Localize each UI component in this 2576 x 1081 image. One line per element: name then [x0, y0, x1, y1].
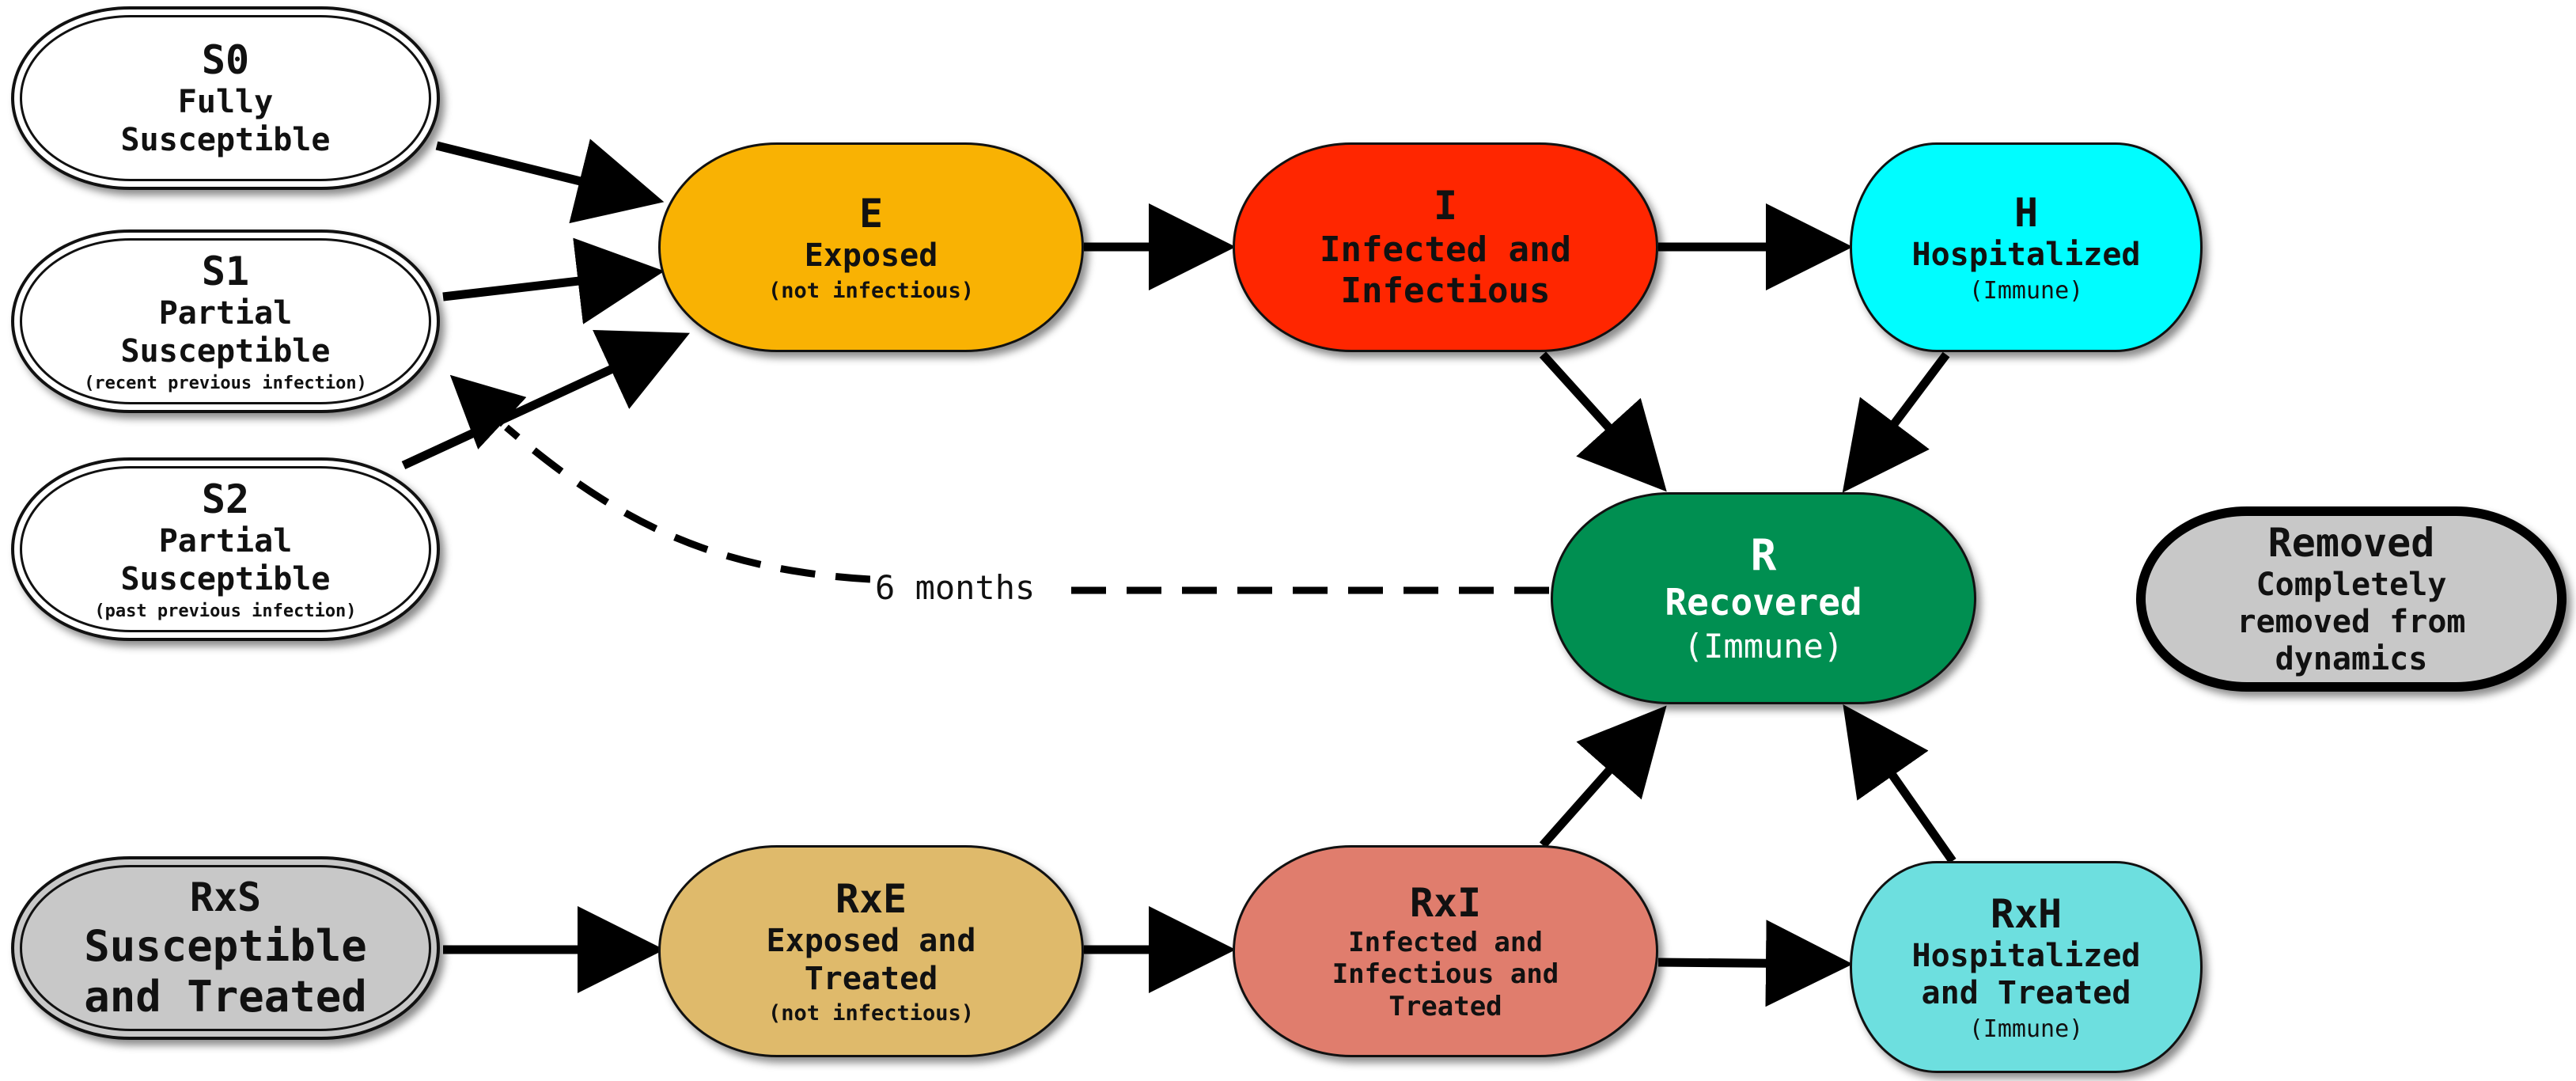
node-s2: S2 Partial Susceptible (past previous in…	[11, 457, 440, 641]
arrow-s0-to-e	[435, 138, 665, 224]
node-i-line2: Infectious	[1340, 271, 1551, 311]
node-removed-line1: Completely	[2256, 566, 2447, 603]
node-rxi-title: RxI	[1409, 880, 1482, 927]
node-removed-line2: removed from	[2237, 603, 2466, 640]
node-i-line1: Infected and	[1320, 229, 1571, 271]
node-r: R Recovered (Immune)	[1551, 492, 1976, 704]
node-r-note: (Immune)	[1683, 627, 1844, 666]
node-i-title: I	[1433, 183, 1458, 229]
node-s2-note: (past previous infection)	[94, 601, 357, 621]
node-rxs-line1: Susceptible	[84, 920, 367, 971]
node-rxh-title: RxH	[1990, 890, 2063, 937]
node-h: H Hospitalized (Immune)	[1850, 142, 2203, 352]
node-rxs-title: RxS	[189, 874, 262, 920]
arrow-r-to-s1-waning	[504, 424, 1549, 594]
node-s0-title: S0	[201, 37, 250, 84]
node-rxi-line2: Infectious and	[1332, 958, 1559, 991]
node-rxh-line1: Hospitalized	[1911, 937, 2141, 974]
node-rxe-line2: Treated	[804, 960, 938, 997]
node-i: I Infected and Infectious	[1233, 142, 1658, 352]
node-r-line1: Recovered	[1665, 580, 1862, 624]
node-e-line1: Exposed	[804, 237, 938, 275]
node-removed-title: Removed	[2267, 519, 2435, 566]
node-s0: S0 Fully Susceptible	[11, 6, 440, 190]
node-r-title: R	[1750, 530, 1777, 581]
node-rxi: RxI Infected and Infectious and Treated	[1233, 845, 1658, 1057]
arrow-s2-to-e	[401, 329, 690, 469]
node-s1-line1: Partial	[158, 295, 293, 332]
node-rxe-note: (not infectious)	[767, 1000, 975, 1026]
node-rxh: RxH Hospitalized and Treated (Immune)	[1850, 861, 2203, 1073]
arrow-waning-head	[449, 374, 527, 449]
arrow-rxi-to-rxh	[1657, 920, 1853, 1007]
node-e-note: (not infectious)	[767, 278, 975, 303]
node-s0-line2: Susceptible	[120, 121, 331, 158]
arrow-rxh-to-r	[1843, 704, 1957, 864]
node-rxi-line3: Treated	[1388, 990, 1502, 1022]
node-rxe-line1: Exposed and	[766, 923, 976, 960]
node-rxs-line2: and Treated	[84, 971, 367, 1022]
arrow-rxi-to-r	[1539, 705, 1667, 848]
node-s2-line2: Susceptible	[120, 560, 331, 597]
node-removed-line3: dynamics	[2275, 641, 2428, 678]
node-e-title: E	[858, 191, 884, 237]
node-rxs: RxS Susceptible and Treated	[11, 856, 440, 1040]
node-rxh-note: (Immune)	[1968, 1015, 2084, 1043]
node-rxe: RxE Exposed and Treated (not infectious)	[658, 845, 1084, 1057]
node-h-line1: Hospitalized	[1911, 236, 2141, 273]
node-e: E Exposed (not infectious)	[658, 142, 1084, 352]
arrow-s1-to-e	[442, 237, 665, 324]
node-removed: Removed Completely removed from dynamics	[2136, 506, 2567, 692]
node-s2-line1: Partial	[158, 523, 293, 560]
node-s1: S1 Partial Susceptible (recent previous …	[11, 229, 440, 413]
node-h-title: H	[2013, 189, 2039, 236]
waning-immunity-label: 6 months	[870, 568, 1040, 607]
node-s1-note: (recent previous infection)	[84, 373, 367, 393]
node-s1-line2: Susceptible	[120, 332, 331, 370]
node-s0-line1: Fully	[177, 84, 274, 121]
node-rxe-title: RxE	[835, 876, 907, 923]
arrow-i-to-r	[1539, 351, 1667, 492]
node-rxi-line1: Infected and	[1348, 927, 1543, 959]
arrow-h-to-r	[1842, 351, 1950, 493]
node-s1-title: S1	[201, 248, 250, 295]
node-rxh-line2: and Treated	[1921, 974, 2131, 1011]
node-h-note: (Immune)	[1968, 276, 2084, 305]
node-s2-title: S2	[201, 476, 250, 523]
